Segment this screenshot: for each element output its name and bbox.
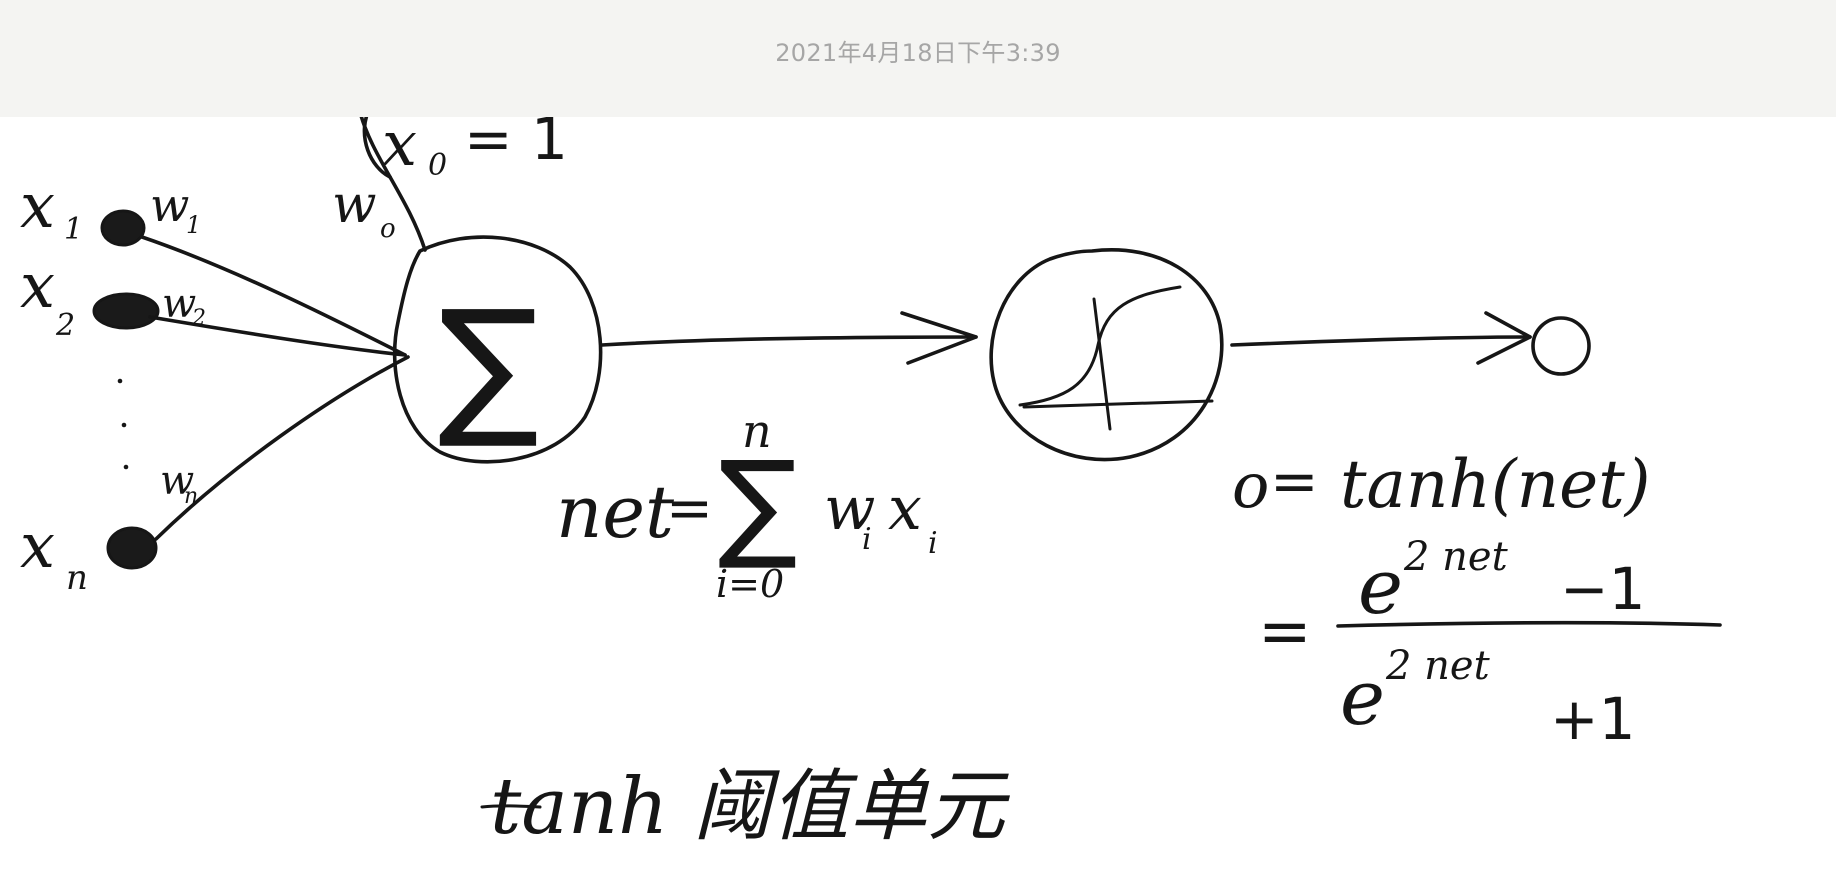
denominator-plus-one: +1 [1550,685,1636,753]
neuron-diagram: x 0 = 1 w o x 1 w 1 x 2 w 2 x n w n ∑ ne… [20,117,1722,852]
x0-subscript: 0 [428,148,447,183]
denominator-e: e [1340,653,1385,742]
sum-symbol: ∑ [438,279,539,453]
note-timestamp: 2021年4月18日下午3:39 [775,39,1061,67]
ellipsis-dot [123,464,129,470]
tanh-x-axis [1022,399,1214,409]
arrow-activation-to-output [1230,335,1532,347]
bias-edge [359,117,427,252]
edge-x1-sum [140,235,407,357]
arrowhead [900,311,978,365]
net-label: net [556,470,675,554]
x1-subscript: 1 [64,212,83,247]
sigma-lower-limit: i=0 [716,562,784,606]
tanh-curve-icon [1018,285,1182,407]
x2-input-node [92,292,160,330]
output-equals-2: = [1258,595,1312,669]
w0-label: w [332,175,377,235]
sigma-upper-limit: n [742,404,772,458]
x0-equals-one: = 1 [464,117,568,173]
ellipsis-dot [121,422,127,428]
input-subscript: i [928,526,938,561]
weight-symbol: w [824,474,875,544]
input-symbol: x [888,474,922,544]
w1-subscript: 1 [186,211,201,239]
x2-label: x [20,249,55,322]
w0-subscript: o [380,214,396,244]
tanh-node-circle [989,248,1224,462]
caption-text: tanh 阈值单元 [490,762,1010,852]
ellipsis-dot [117,378,123,384]
edge-x2-sum [148,315,407,357]
denominator-exponent: 2 net [1385,643,1491,689]
fraction-bar [1336,620,1722,628]
numerator-minus-one: −1 [1560,555,1646,623]
x1-label: x [20,169,55,242]
caption-underline-stroke [480,804,542,809]
arrowhead [1476,311,1532,365]
numerator-exponent: 2 net [1403,534,1509,580]
xn-input-node [106,526,158,570]
edge-xn-sum [154,355,410,541]
xn-subscript: n [66,558,88,598]
note-header: 2021年4月18日下午3:39 [0,0,1836,117]
output-node [1531,316,1591,376]
arrow-sum-to-activation [600,335,978,347]
numerator-e: e [1358,542,1403,631]
x1-input-node [100,209,146,247]
bias-arc [362,117,392,179]
xn-label: x [20,509,55,582]
x2-subscript: 2 [55,308,75,343]
wn-label: w [160,458,194,504]
output-equals-1: = [1270,447,1319,515]
handwritten-note-canvas: x 0 = 1 w o x 1 w 1 x 2 w 2 x n w n ∑ ne… [0,117,1836,891]
weight-subscript: i [862,522,872,557]
sum-node-circle [392,235,603,464]
net-sigma: ∑ [718,435,798,573]
output-o: o [1232,449,1269,522]
tanh-y-axis [1092,297,1112,431]
net-equals: = [666,476,713,541]
tanh-expression: tanh(net) [1340,446,1650,523]
w1-label: w [150,178,189,232]
